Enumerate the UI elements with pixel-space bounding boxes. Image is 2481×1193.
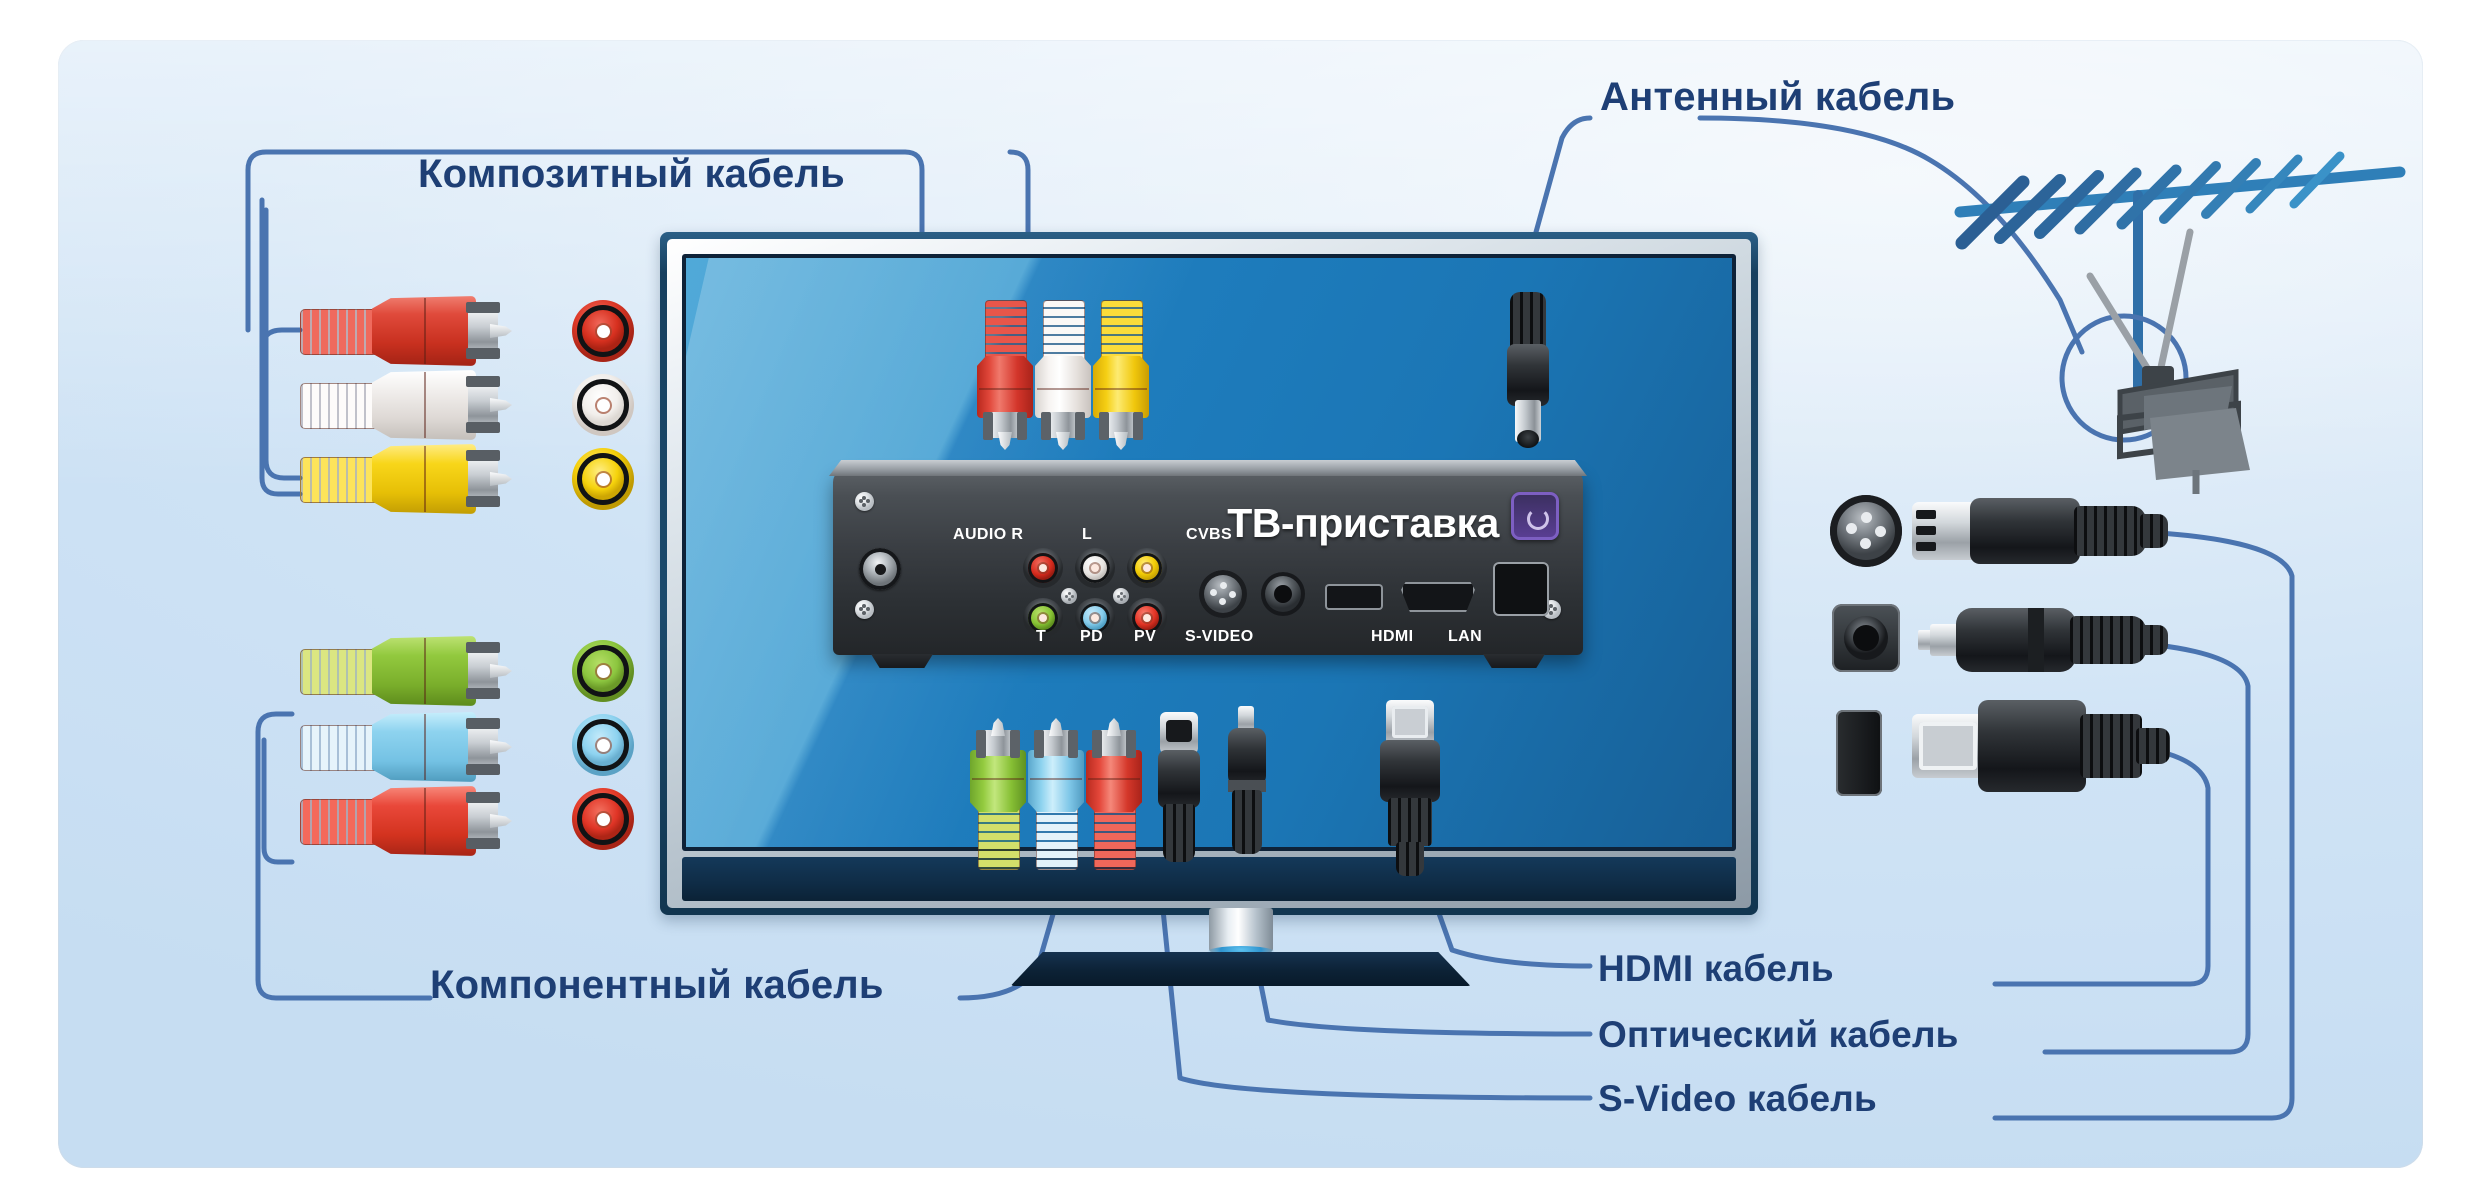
- svideo-plug-bottom: [1148, 712, 1208, 882]
- composite-plug-top-red: [975, 300, 1035, 450]
- right-optical-port: [1832, 604, 1900, 672]
- tv-chin: [682, 857, 1736, 901]
- stb-top-edge: [829, 460, 1587, 476]
- optical-plug-bottom: [1216, 706, 1276, 882]
- component-jack-red: [572, 788, 634, 850]
- label-composite-cable: Композитный кабель: [418, 152, 845, 196]
- composite-plug-white: [300, 366, 512, 444]
- label-antenna-cable: Антенный кабель: [1600, 75, 1956, 119]
- port-label-audio-l: L: [1082, 526, 1093, 543]
- right-svideo-port: [1830, 495, 1902, 567]
- port-label-cvbs: CVBS: [1186, 526, 1233, 543]
- component-plug-green: [300, 632, 512, 710]
- stb-svideo-port[interactable]: [1199, 570, 1247, 618]
- tv-stand-base: [1010, 952, 1471, 986]
- hdmi-connector-right: [1912, 700, 2182, 792]
- composite-jack-red: [572, 300, 634, 362]
- port-label-lan: LAN: [1448, 628, 1483, 645]
- stb-hdmi-port[interactable]: [1401, 582, 1475, 612]
- stb-usb-port[interactable]: [1325, 584, 1383, 610]
- port-label-hdmi: HDMI: [1371, 628, 1414, 645]
- stb-jack-audio-r[interactable]: [1023, 548, 1063, 588]
- right-hdmi-port: [1836, 710, 1882, 796]
- label-optical-cable: Оптический кабель: [1598, 1014, 1959, 1055]
- port-label-pb-pd: PD: [1080, 628, 1104, 645]
- port-label-pr-t: T: [1036, 628, 1047, 645]
- component-plug-bottom-red: [1084, 718, 1144, 870]
- composite-plug-top-white: [1033, 300, 1093, 450]
- stb-jack-pb-pd[interactable]: [1075, 598, 1115, 638]
- label-svideo-cable: S-Video кабель: [1598, 1078, 1877, 1119]
- component-jack-blue: [572, 714, 634, 776]
- hdmi-plug-bottom: [1370, 700, 1450, 886]
- stb-jack-pr-t[interactable]: [1023, 598, 1063, 638]
- stb-screw-top-left: [855, 492, 874, 511]
- set-top-box: ТВ-приставка AUDIO R L CVBS T: [829, 460, 1587, 668]
- svideo-connector-right: [1912, 498, 2172, 564]
- stb-antenna-input[interactable]: [859, 548, 901, 590]
- port-label-svideo: S-VIDEO: [1185, 628, 1254, 645]
- label-component-cable: Компонентный кабель: [430, 963, 884, 1007]
- stb-model-label: ТВ-приставка: [1227, 500, 1499, 546]
- stb-foot-right: [1483, 654, 1545, 668]
- stb-optical-port[interactable]: [1261, 572, 1305, 616]
- component-plug-bottom-blue: [1026, 718, 1086, 870]
- optical-connector-right: [1918, 608, 2176, 672]
- composite-jack-yellow: [572, 448, 634, 510]
- stb-power-button[interactable]: [1511, 492, 1559, 540]
- component-plug-blue: [300, 708, 512, 786]
- antenna-plug-on-tv: [1498, 292, 1558, 452]
- stb-jack-cvbs[interactable]: [1127, 548, 1167, 588]
- stb-screw-bottom-left: [855, 600, 874, 619]
- component-jack-green: [572, 640, 634, 702]
- component-plug-bottom-green: [968, 718, 1028, 870]
- port-label-audio-r: AUDIO R: [953, 526, 1024, 543]
- composite-plug-yellow: [300, 440, 512, 518]
- stb-screw-mid-b: [1113, 588, 1129, 604]
- port-label-y-pv: PV: [1134, 628, 1157, 645]
- stb-screw-mid-a: [1061, 588, 1077, 604]
- tv-stand-neck: [1208, 908, 1273, 952]
- stb-jack-y-pv[interactable]: [1127, 598, 1167, 638]
- stb-lan-port[interactable]: [1493, 562, 1549, 616]
- stb-foot-left: [871, 654, 933, 668]
- component-plug-red: [300, 782, 512, 860]
- composite-plug-red: [300, 292, 512, 370]
- label-hdmi-cable: HDMI кабель: [1598, 948, 1834, 989]
- composite-jack-white: [572, 374, 634, 436]
- stb-jack-audio-l[interactable]: [1075, 548, 1115, 588]
- composite-plug-top-yellow: [1091, 300, 1151, 450]
